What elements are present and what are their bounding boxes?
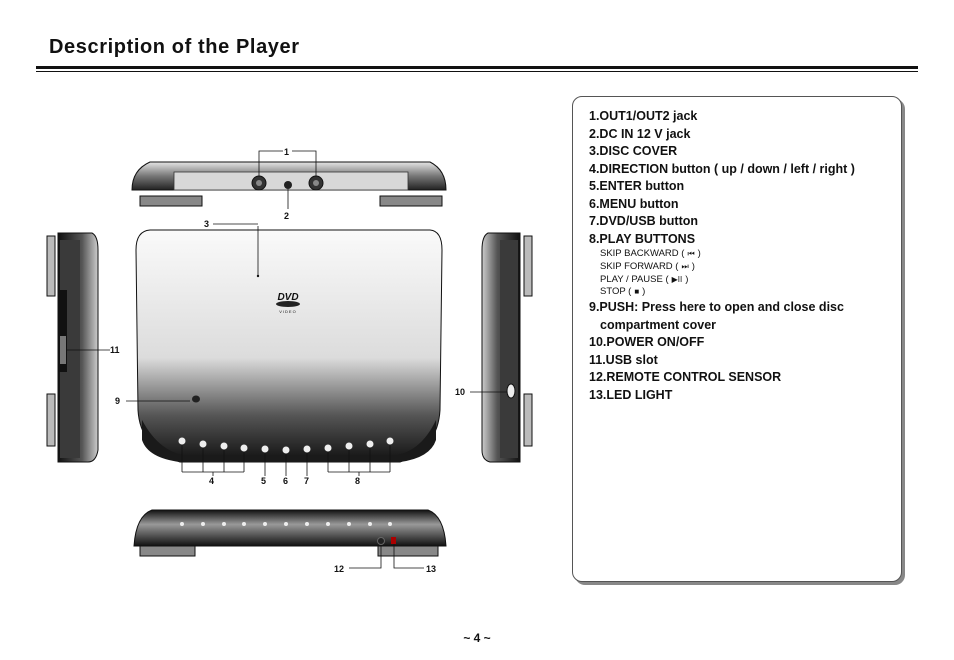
callout-5: 5 [261,476,266,486]
list-item: 12.REMOTE CONTROL SENSOR [589,370,782,385]
skip-forward-icon: ⏭ [681,261,689,271]
parts-list: 1.OUT1/OUT2 jack 2.DC IN 12 V jack 3.DIS… [589,108,889,404]
callout-13: 13 [426,564,436,574]
callout-9: 9 [115,396,120,406]
callout-1: 1 [284,147,289,157]
player-bottom-view [133,509,447,569]
callout-8: 8 [355,476,360,486]
player-front-view [126,223,443,476]
callout-3: 3 [204,219,209,229]
stop-icon: ■ [634,287,640,297]
list-item: 13.LED LIGHT [589,387,673,402]
svg-text:DVD: DVD [277,292,298,303]
play-button-skip-backward: SKIP BACKWARD (⏮) [600,248,701,259]
front-buttons [178,437,394,454]
title-rule [36,66,918,69]
player-left-side-view [46,232,110,463]
dvd-logo: DVD VIDEO [276,292,300,314]
list-item: 1.OUT1/OUT2 jack [589,109,698,123]
title-rule-thin [36,71,918,72]
play-button-stop: STOP (■) [600,286,646,298]
play-button-skip-forward: SKIP FORWARD (⏭) [600,260,695,272]
list-item: 5.ENTER button [589,179,685,193]
callout-6: 6 [283,476,288,486]
callout-4: 4 [209,476,214,486]
page-title: Description of the Player [49,36,300,58]
skip-backward-icon: ⏮ [687,249,695,258]
callout-11: 11 [110,345,120,355]
list-item: 10.POWER ON/OFF [589,335,705,350]
play-pause-icon: ▶II [671,274,683,284]
player-right-side-view [470,232,533,463]
callout-labels: 1 2 3 4 5 6 7 8 9 10 11 12 13 [110,147,465,574]
play-button-play-pause: PLAY / PAUSE (▶II) [600,273,689,285]
list-item: 2.DC IN 12 V jack [589,126,691,141]
list-item: 7.DVD/USB button [589,214,699,228]
player-top-view [131,150,447,209]
list-item: 11.USB slot [589,352,658,367]
list-item: 4.DIRECTION button ( up / down / left / … [589,161,855,176]
callout-2: 2 [284,211,289,221]
list-item: 9.PUSH: Press here to open and close dis… [589,300,844,315]
legend-panel [572,96,902,582]
list-item-continuation: compartment cover [600,317,717,332]
list-item: 3.DISC COVER [589,144,678,158]
callout-7: 7 [304,476,309,486]
callout-12: 12 [334,564,344,574]
player-diagram: DVD VIDEO 1 [46,147,533,574]
callout-10: 10 [455,387,465,397]
list-item: 6.MENU button [589,196,679,211]
list-item: 8.PLAY BUTTONS [589,231,696,246]
svg-text:VIDEO: VIDEO [279,309,296,314]
page-number: ~ 4 ~ [463,631,491,645]
